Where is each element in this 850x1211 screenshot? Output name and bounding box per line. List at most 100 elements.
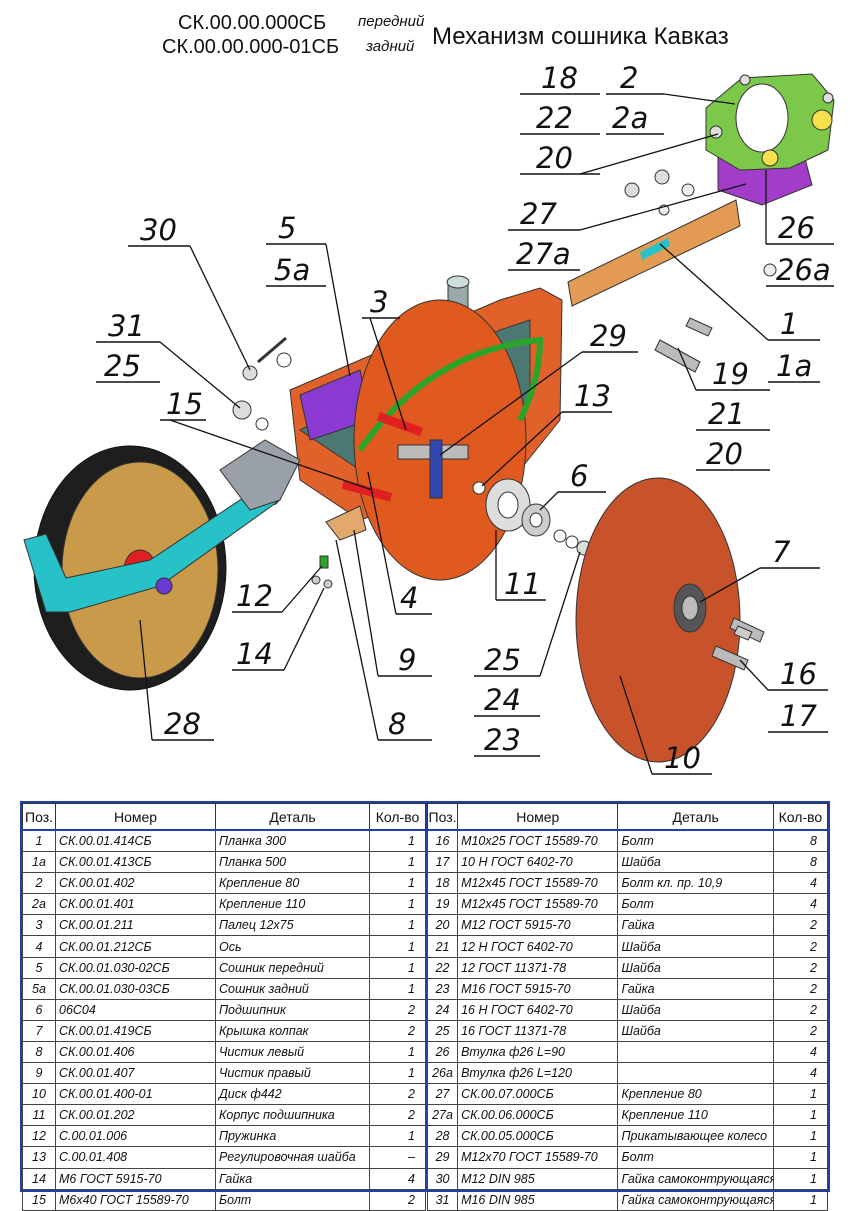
cell-part: Шайба bbox=[617, 998, 774, 1021]
cell-part: Шайба bbox=[617, 935, 774, 958]
cell-pos: 22 bbox=[426, 956, 459, 979]
cell-qty: 1 bbox=[369, 914, 426, 937]
callout-26-26a: 26 26а bbox=[765, 170, 834, 287]
cell-pos: 16 bbox=[426, 829, 459, 853]
cell-number: 06С04 bbox=[55, 998, 216, 1021]
callout-27-27a: 27 27а bbox=[508, 183, 747, 271]
callout-12: 12 bbox=[232, 565, 323, 613]
callout-label: 4 bbox=[400, 581, 418, 615]
packing-wheel bbox=[23, 439, 301, 691]
table-header-row: Поз. Номер Деталь Кол-во bbox=[22, 803, 426, 831]
callout-label: 5а bbox=[274, 253, 310, 287]
callout-28: 28 bbox=[139, 619, 214, 741]
callout-label: 31 bbox=[108, 309, 145, 343]
callout-label: 3 bbox=[370, 285, 388, 319]
cell-qty: 8 bbox=[772, 829, 829, 853]
cell-part: Диск ф442 bbox=[215, 1083, 370, 1106]
callout-label: 12 bbox=[236, 579, 273, 613]
callout-label: 26 bbox=[778, 211, 815, 245]
cell-pos: 28 bbox=[426, 1125, 459, 1148]
cell-number: М12 ГОСТ 5915-70 bbox=[457, 914, 619, 937]
cell-qty: 4 bbox=[772, 1040, 829, 1064]
callout-1-1a: 1 1а bbox=[659, 243, 820, 383]
callout-label: 23 bbox=[484, 723, 521, 757]
cell-part: Крепление 110 bbox=[617, 1104, 774, 1127]
callout-8: 8 bbox=[335, 539, 432, 741]
bolts-19 bbox=[654, 317, 713, 373]
cell-pos: 23 bbox=[426, 977, 459, 1000]
cell-number: СК.00.01.030-03СБ bbox=[55, 977, 216, 1000]
header-part: Деталь bbox=[617, 803, 774, 831]
cell-qty: 2 bbox=[772, 977, 829, 1000]
cell-pos: 18 bbox=[426, 872, 459, 895]
cell-part: Болт bbox=[617, 893, 774, 916]
callout-label: 10 bbox=[664, 741, 701, 775]
cell-number: 10 Н ГОСТ 6402-70 bbox=[457, 851, 619, 874]
header-pos: Поз. bbox=[22, 803, 56, 831]
exploded-assembly-drawing: 18 22 20 2 2а 27 27а 26 26а 30 5 5а bbox=[23, 61, 835, 775]
callout-label: 17 bbox=[780, 699, 817, 733]
cell-pos: 14 bbox=[22, 1167, 56, 1190]
callout-25-24-23: 25 24 23 bbox=[474, 551, 581, 757]
cell-qty: 2 bbox=[772, 956, 829, 979]
cell-number: СК.00.05.000СБ bbox=[457, 1125, 619, 1148]
callout-label: 24 bbox=[484, 683, 521, 717]
cell-number: М12х45 ГОСТ 15589-70 bbox=[457, 893, 619, 916]
cell-qty: 8 bbox=[772, 851, 829, 874]
cell-pos: 9 bbox=[22, 1062, 56, 1085]
cell-pos: 29 bbox=[426, 1146, 459, 1169]
cell-part: Гайка bbox=[215, 1167, 370, 1190]
cell-qty: – bbox=[369, 1146, 426, 1169]
cell-part: Гайка bbox=[617, 977, 774, 1000]
cell-part: Планка 500 bbox=[215, 851, 370, 874]
cell-part: Крепление 110 bbox=[215, 893, 370, 916]
cell-number: СК.00.07.000СБ bbox=[457, 1083, 619, 1106]
cell-part: Чистик левый bbox=[215, 1040, 370, 1064]
bracket-part bbox=[705, 73, 835, 206]
cell-pos: 8 bbox=[22, 1040, 56, 1064]
cell-qty: 2 bbox=[772, 914, 829, 937]
cell-qty: 4 bbox=[772, 872, 829, 895]
drawing-code-rear: СК.00.00.000-01СБ bbox=[162, 36, 340, 58]
cell-number: 12 ГОСТ 11371-78 bbox=[457, 956, 619, 979]
cell-part: Чистик правый bbox=[215, 1062, 370, 1085]
cell-pos: 17 bbox=[426, 851, 459, 874]
callout-18-22-20: 18 22 20 bbox=[520, 61, 719, 175]
cell-number: СК.00.01.407 bbox=[55, 1062, 216, 1085]
cell-number: 16 Н ГОСТ 6402-70 bbox=[457, 998, 619, 1021]
cell-qty: 1 bbox=[369, 829, 426, 853]
cell-part: Гайка самоконтрующаяся bbox=[617, 1167, 774, 1190]
cell-number: СК.00.01.030-02СБ bbox=[55, 956, 216, 979]
callout-9: 9 bbox=[353, 529, 432, 677]
cell-pos: 6 bbox=[22, 998, 56, 1021]
table-header-row: Поз. Номер Деталь Кол-во bbox=[426, 803, 829, 831]
cell-number: СК.00.01.401 bbox=[55, 893, 216, 916]
cell-number: М6 ГОСТ 5915-70 bbox=[55, 1167, 216, 1190]
cell-qty: 1 bbox=[369, 893, 426, 916]
cell-number: 12 Н ГОСТ 6402-70 bbox=[457, 935, 619, 958]
callout-30: 30 bbox=[128, 213, 251, 371]
callout-5-5a: 5 5а bbox=[266, 211, 351, 377]
cell-qty: 2 bbox=[772, 998, 829, 1021]
cell-pos: 24 bbox=[426, 998, 459, 1021]
callout-label: 27а bbox=[516, 237, 571, 271]
header-qty: Кол-во bbox=[772, 803, 829, 831]
cell-number: СК.00.01.202 bbox=[55, 1104, 216, 1127]
cell-part: Прикатывающее колесо bbox=[617, 1125, 774, 1148]
